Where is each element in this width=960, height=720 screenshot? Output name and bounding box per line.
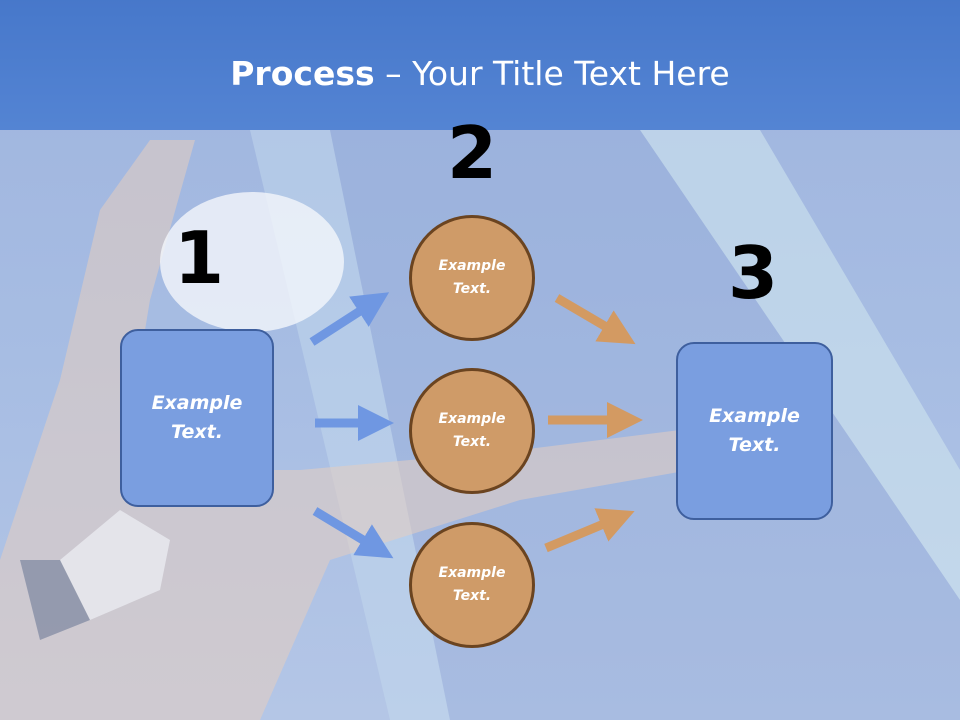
process-box-left-text: Example Text. [151,392,243,443]
title-band [0,0,960,130]
process-circle-top: Example Text. [409,215,535,341]
slide-title: Process – Your Title Text Here [0,52,960,96]
process-circle-middle-text: Example Text. [438,411,506,450]
process-box-right: Example Text. [676,342,833,520]
arrow-left-to-top [309,292,390,346]
process-circle-middle: Example Text. [409,368,535,494]
process-circle-bottom-text: Example Text. [438,565,506,604]
process-box-right-text: Example Text. [709,405,800,456]
arrow-bottom-to-right [544,508,635,553]
step-number-1: 1 [173,216,225,300]
arrow-top-to-right [554,294,636,345]
step-number-3: 3 [727,231,779,315]
arrow-left-to-bottom [312,507,394,559]
process-circle-bottom: Example Text. [409,522,535,648]
slide-title-rest: – Your Title Text Here [374,54,730,93]
slide-title-bold: Process [230,54,375,93]
process-circle-top-text: Example Text. [438,258,506,297]
process-box-left: Example Text. [120,329,274,507]
step-number-2: 2 [446,111,498,195]
